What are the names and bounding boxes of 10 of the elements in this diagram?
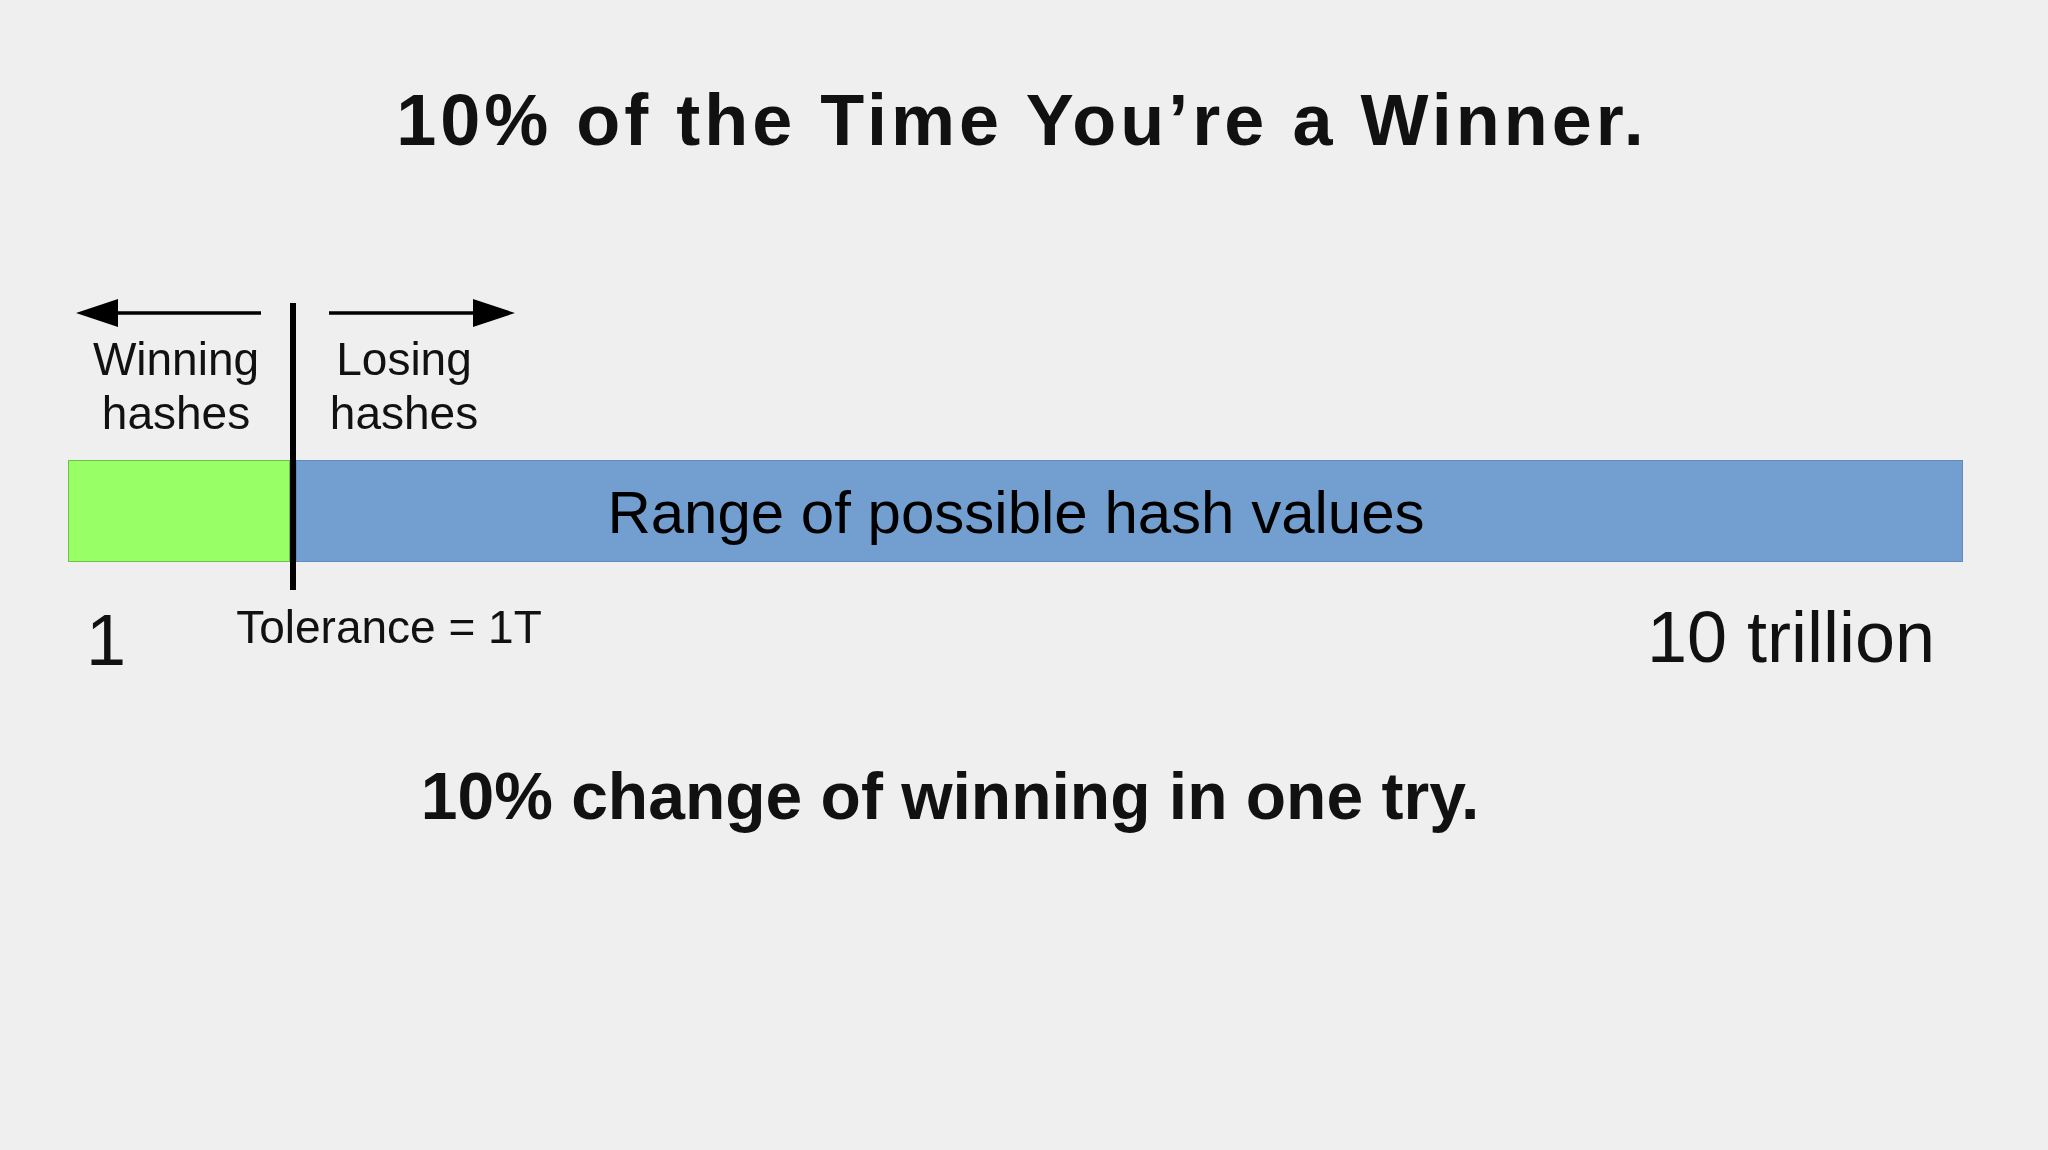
summary-text: 10% change of winning in one try. bbox=[420, 759, 1480, 835]
winning-range-bar bbox=[68, 460, 290, 562]
bar-label: Range of possible hash values bbox=[607, 477, 1425, 547]
range-label: Losing hashes bbox=[329, 332, 479, 440]
hash-range-bar bbox=[296, 460, 1963, 562]
slide-title: 10% of the Time You’re a Winner. bbox=[396, 78, 1648, 162]
range-label: Winning hashes bbox=[92, 332, 260, 440]
axis-value: 10 trillion bbox=[1646, 597, 1936, 677]
axis-value: 1 bbox=[86, 600, 126, 680]
threshold-label: Tolerance = 1T bbox=[236, 600, 542, 654]
